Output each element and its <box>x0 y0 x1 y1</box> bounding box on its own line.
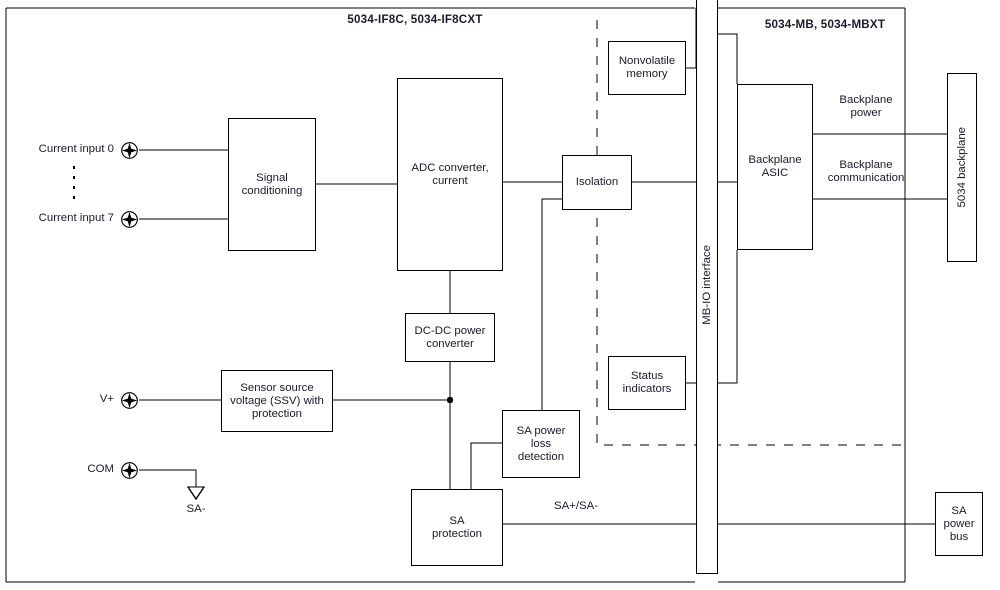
terminal-v-plus[interactable] <box>120 391 139 410</box>
wire-mb-io-to-asic-top <box>717 33 738 84</box>
wire-com-to-ground <box>139 469 197 487</box>
wire-isolation-to-sa-power-loss <box>541 198 562 410</box>
label-current-input-0: Current input 0 <box>38 143 114 155</box>
block-isolation[interactable]: Isolation <box>562 155 632 210</box>
wire-mb-io-to-asic-bottom <box>717 250 738 384</box>
wire-sa-protection-to-power-loss <box>470 442 502 489</box>
label-current-input-7: Current input 7 <box>38 212 114 224</box>
block-5034-backplane-label: 5034 backplane <box>955 127 968 208</box>
terminal-com[interactable] <box>120 461 139 480</box>
terminal-current-input-7[interactable] <box>120 210 139 229</box>
title-io-module: 5034-IF8C, 5034-IF8CXT <box>347 13 483 26</box>
label-v-plus: V+ <box>99 393 114 405</box>
ground-triangle-symbol <box>186 486 206 501</box>
block-mb-io-interface[interactable]: MB-IO interface <box>696 0 718 574</box>
label-sa-minus: SA- <box>186 503 206 515</box>
isolation-boundary-dashed-line <box>596 20 905 446</box>
label-com: COM <box>87 463 114 475</box>
title-mb-module: 5034-MB, 5034-MBXT <box>764 18 886 31</box>
label-sa-plus-sa-minus: SA+/SA- <box>554 500 598 512</box>
block-5034-backplane[interactable]: 5034 backplane <box>947 73 977 262</box>
block-adc-converter[interactable]: ADC converter,current <box>397 78 503 271</box>
terminal-current-input-0[interactable] <box>120 141 139 160</box>
block-mb-io-interface-label: MB-IO interface <box>700 245 713 325</box>
power-rail-junction-dot <box>446 396 454 404</box>
